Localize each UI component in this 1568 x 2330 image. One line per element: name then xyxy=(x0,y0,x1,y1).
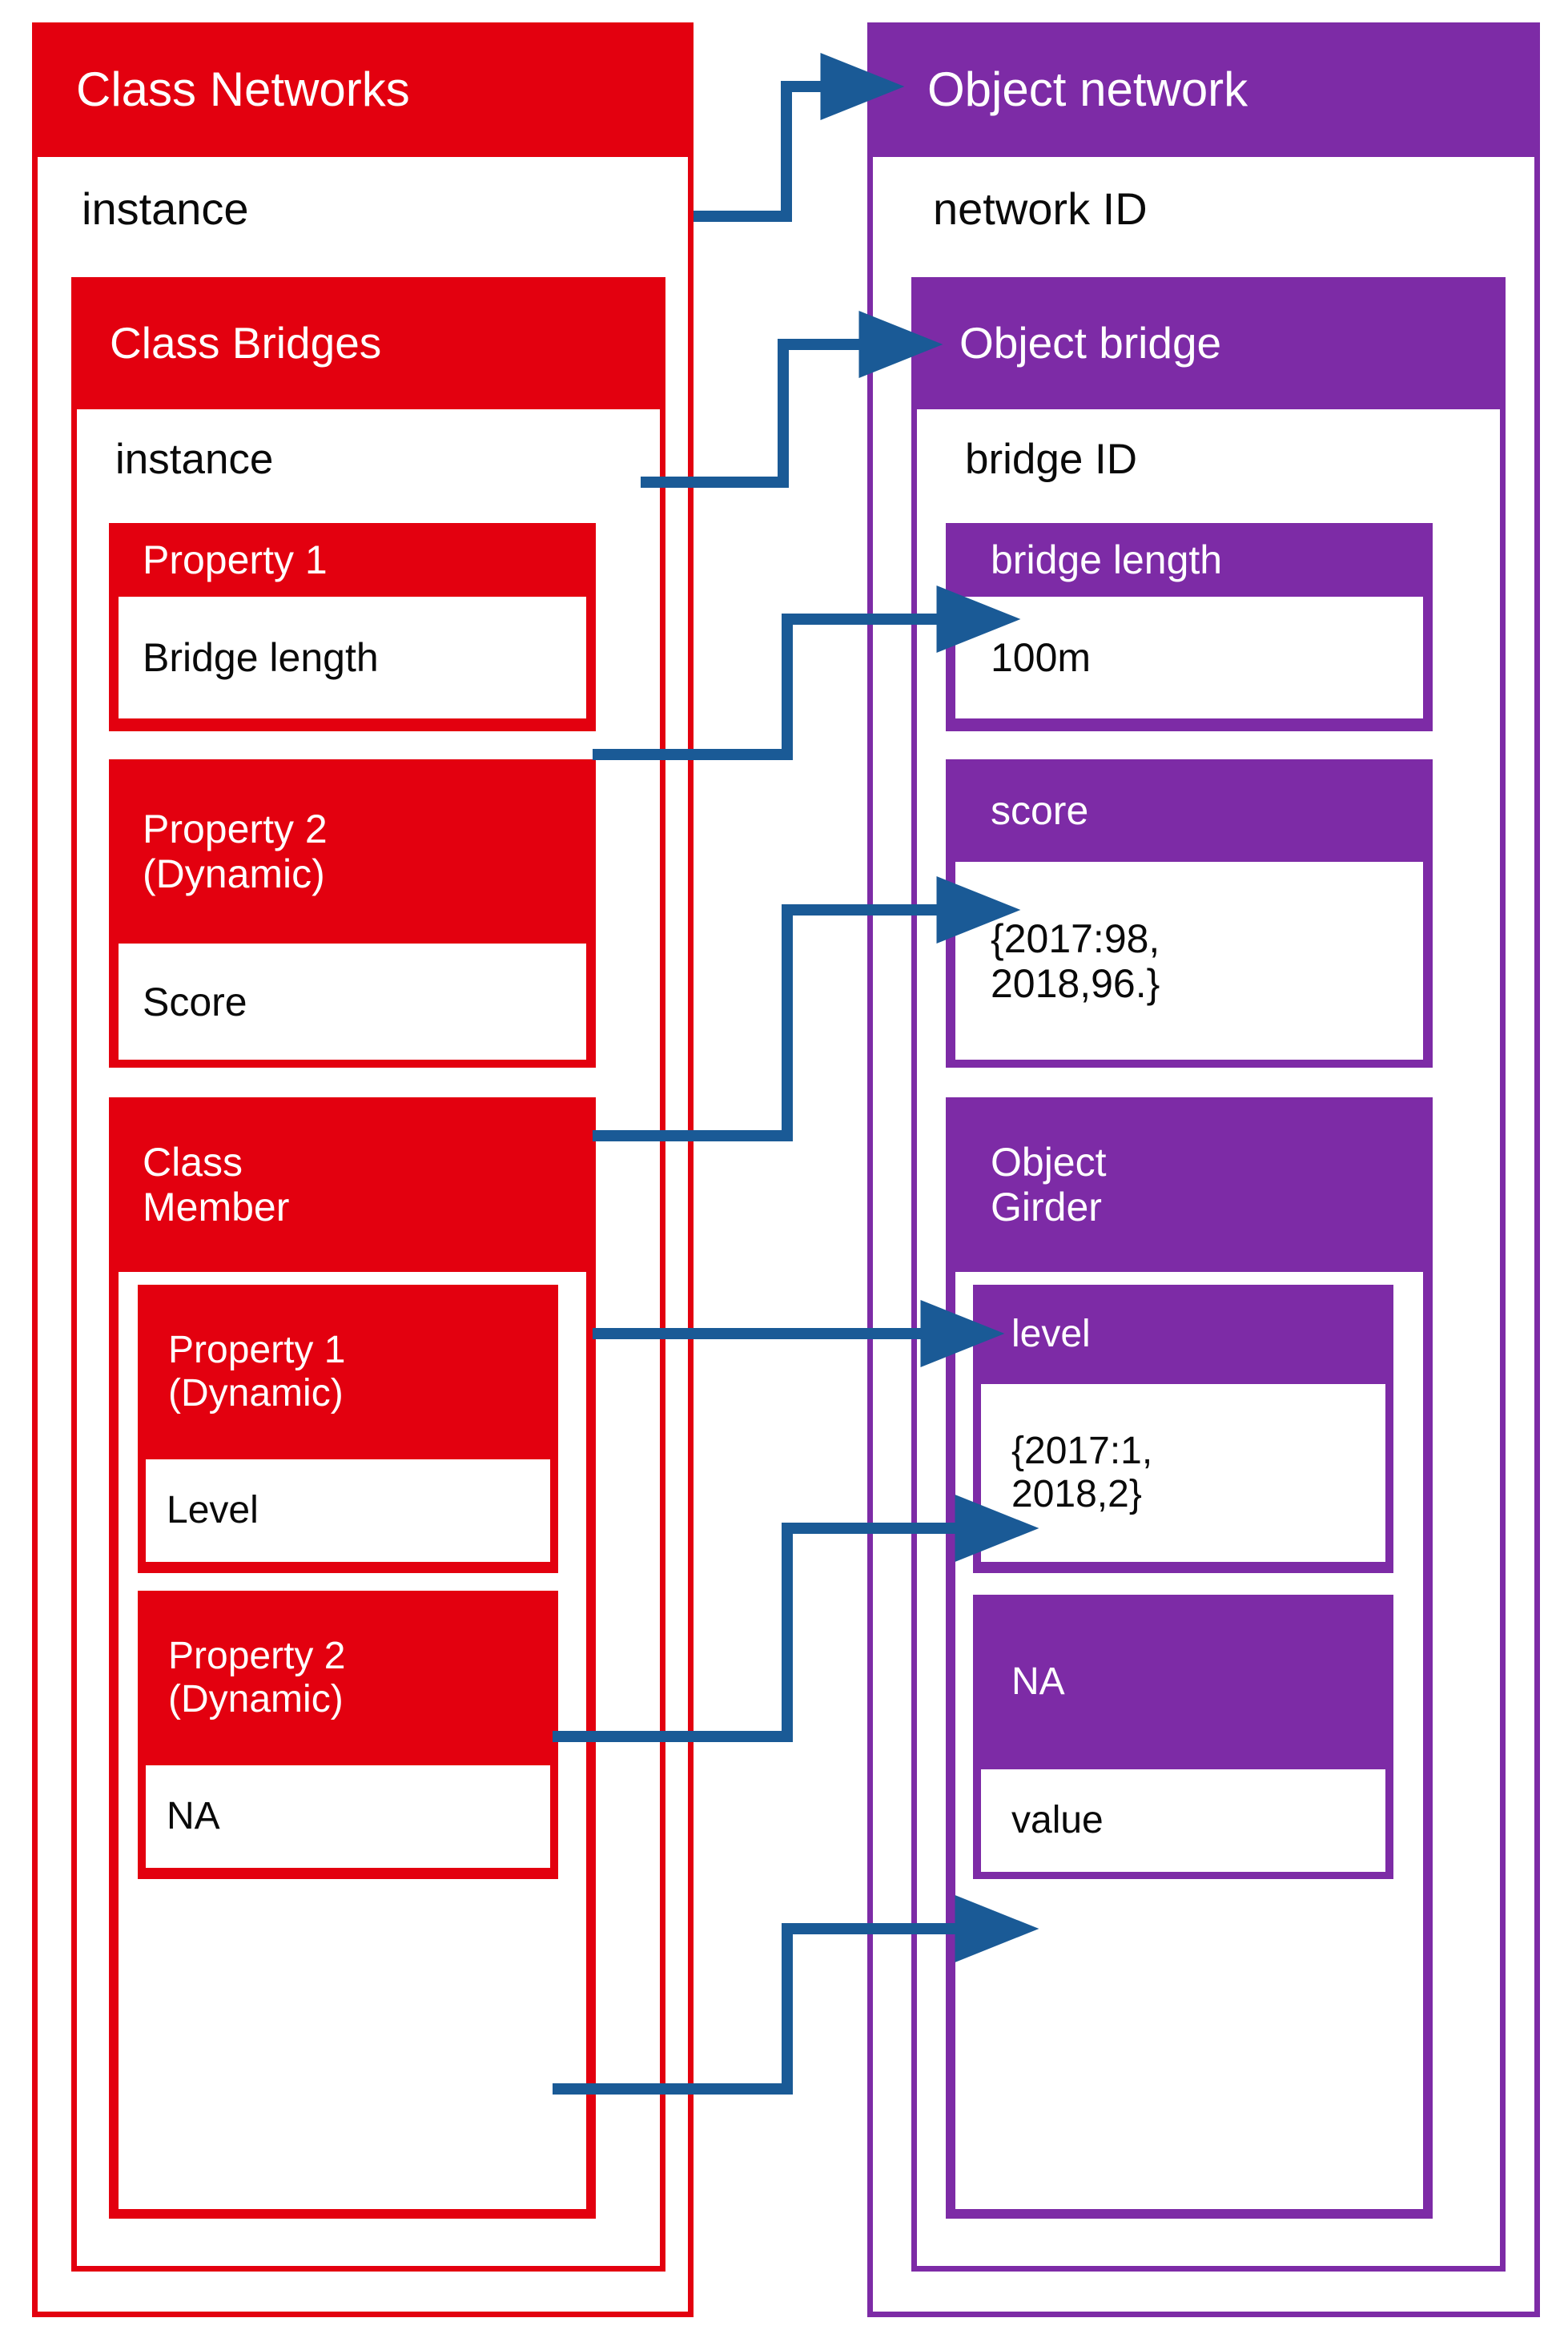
class-networks-instance-row: instance xyxy=(38,157,688,261)
object-girder-attribute-2-value-box: value xyxy=(981,1769,1385,1872)
object-girder-attribute-2-title: NA xyxy=(1011,1660,1065,1704)
object-bridge-header: Object bridge xyxy=(911,277,1506,409)
object-bridge-attribute-1-value: 100m xyxy=(991,635,1092,680)
class-bridges-property-1-value-box: Bridge length xyxy=(119,597,586,718)
object-girder-title: Object Girder xyxy=(991,1140,1107,1229)
class-networks-instance-label: instance xyxy=(82,183,249,234)
class-bridges-property-2-value: Score xyxy=(143,979,247,1024)
class-networks-header: Class Networks xyxy=(32,22,694,157)
class-member-property-2-value-box: NA xyxy=(146,1765,550,1868)
class-member-property-1: Property 1 (Dynamic) Level xyxy=(138,1285,558,1573)
object-girder-attribute-1-header: level xyxy=(973,1285,1393,1384)
object-bridge-title: Object bridge xyxy=(959,317,1222,368)
class-member-box: Class Member Property 1 (Dynamic) Level xyxy=(109,1097,596,2219)
class-bridges-property-2-title: Property 2 (Dynamic) xyxy=(143,807,328,896)
object-girder-box: Object Girder level {2017:1, 2018,2} xyxy=(946,1097,1433,2219)
object-bridge-box: Object bridge bridge ID bridge length 10… xyxy=(911,277,1506,2272)
class-bridges-box: Class Bridges instance Property 1 Bridge… xyxy=(71,277,665,2272)
object-bridge-attribute-1-value-box: 100m xyxy=(955,597,1423,718)
object-bridge-id-row: bridge ID xyxy=(917,409,1500,509)
class-member-property-1-header: Property 1 (Dynamic) xyxy=(138,1285,558,1459)
object-bridge-attribute-1-title: bridge length xyxy=(991,537,1223,582)
object-girder-attribute-1-value: {2017:1, 2018,2} xyxy=(1011,1430,1153,1515)
object-network-id-row: network ID xyxy=(873,157,1534,261)
class-bridges-property-1-title: Property 1 xyxy=(143,537,328,582)
class-member-property-2-title: Property 2 (Dynamic) xyxy=(168,1635,346,1720)
class-member-property-2: Property 2 (Dynamic) NA xyxy=(138,1591,558,1879)
object-girder-attribute-2: NA value xyxy=(973,1591,1393,1879)
class-bridges-title: Class Bridges xyxy=(110,317,382,368)
class-member-title: Class Member xyxy=(143,1140,290,1229)
class-bridges-instance-row: instance xyxy=(77,409,660,509)
object-network-title: Object network xyxy=(927,62,1248,117)
object-girder-attribute-2-value: value xyxy=(1011,1799,1104,1842)
class-bridges-property-2-header: Property 2 (Dynamic) xyxy=(109,759,596,944)
object-girder-attribute-1-value-box: {2017:1, 2018,2} xyxy=(981,1384,1385,1562)
class-networks-title: Class Networks xyxy=(76,62,410,117)
class-member-header: Class Member xyxy=(109,1097,596,1272)
object-bridge-attribute-2-value-box: {2017:98, 2018,96.} xyxy=(955,862,1423,1060)
class-bridges-property-2: Property 2 (Dynamic) Score xyxy=(109,759,596,1068)
connector-instance-to-object-network xyxy=(694,53,905,222)
object-network-header: Object network xyxy=(867,22,1540,157)
object-bridge-attribute-2: score {2017:98, 2018,96.} xyxy=(946,759,1433,1068)
object-girder-header: Object Girder xyxy=(946,1097,1433,1272)
class-bridges-header: Class Bridges xyxy=(71,277,665,409)
class-member-property-2-header: Property 2 (Dynamic) xyxy=(138,1591,558,1765)
object-girder-attribute-1: level {2017:1, 2018,2} xyxy=(973,1285,1393,1573)
class-member-property-2-value: NA xyxy=(167,1795,220,1838)
object-bridge-attribute-1-header: bridge length xyxy=(946,523,1433,597)
class-bridges-property-1-value: Bridge length xyxy=(143,635,379,680)
class-member-property-1-title: Property 1 (Dynamic) xyxy=(168,1329,346,1414)
object-bridge-attribute-1: bridge length 100m xyxy=(946,523,1433,731)
class-member-property-1-value: Level xyxy=(167,1489,259,1532)
object-girder-attribute-2-header: NA xyxy=(973,1595,1393,1769)
object-bridge-id-label: bridge ID xyxy=(965,435,1138,483)
class-bridges-instance-label: instance xyxy=(115,435,274,483)
object-girder-body: level {2017:1, 2018,2} NA value xyxy=(955,1272,1423,2209)
class-bridges-property-1: Property 1 Bridge length xyxy=(109,523,596,731)
object-network-box: Object network network ID Object bridge … xyxy=(867,22,1540,2317)
object-network-id-label: network ID xyxy=(933,183,1148,234)
class-member-property-1-value-box: Level xyxy=(146,1459,550,1562)
object-bridge-attribute-2-title: score xyxy=(991,788,1089,833)
class-bridges-property-1-header: Property 1 xyxy=(109,523,596,597)
object-bridge-attribute-2-header: score xyxy=(946,759,1433,862)
object-girder-attribute-1-title: level xyxy=(1011,1313,1091,1356)
class-bridges-property-2-value-box: Score xyxy=(119,944,586,1060)
class-member-body: Property 1 (Dynamic) Level Property 2 (D… xyxy=(119,1272,586,2209)
object-bridge-attribute-2-value: {2017:98, 2018,96.} xyxy=(991,916,1160,1006)
class-networks-box: Class Networks instance Class Bridges in… xyxy=(32,22,694,2317)
